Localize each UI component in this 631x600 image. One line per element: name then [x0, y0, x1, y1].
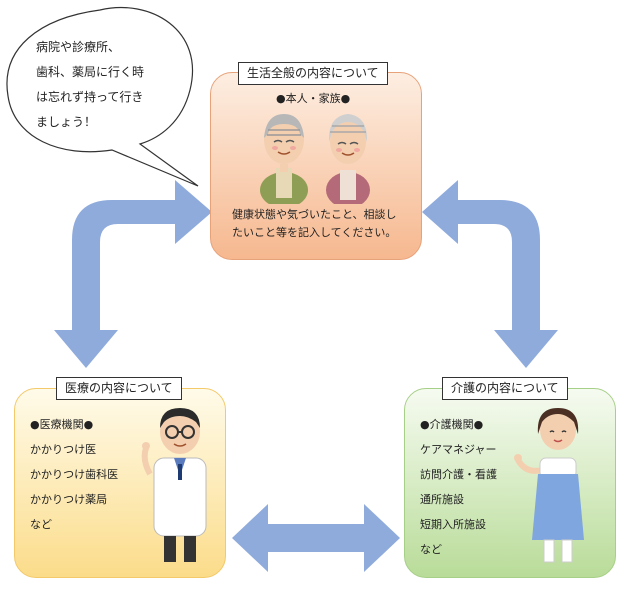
care-item-1: ケアマネジャー	[420, 443, 497, 456]
care-panel	[404, 388, 616, 578]
medical-title: 医療の内容について	[56, 377, 182, 400]
caregiver-icon	[514, 408, 584, 563]
speech-bubble-line-2: 歯科、薬局に行く時	[36, 65, 145, 79]
medical-item-4: など	[30, 518, 52, 531]
care-item-4: 短期入所施設	[420, 518, 486, 531]
medical-item-1: かかりつけ医	[30, 443, 97, 456]
medical-item-header: ●医療機関●	[30, 418, 94, 431]
care-item-2: 訪問介護・看護	[420, 468, 497, 481]
arrow-bottom	[232, 504, 400, 572]
general-life-desc-line-1: 健康状態や気づいたこと、相談し	[232, 208, 397, 221]
speech-bubble-line-1: 病院や診療所、	[36, 40, 121, 54]
elderly-woman-icon	[326, 114, 370, 204]
care-item-3: 通所施設	[420, 493, 464, 506]
arrow-top-right	[422, 180, 558, 368]
general-life-title: 生活全般の内容について	[238, 62, 388, 85]
care-item-header: ●介護機関●	[420, 418, 484, 431]
care-item-5: など	[420, 543, 442, 556]
speech-bubble-line-4: ましょう！	[36, 115, 97, 129]
care-title: 介護の内容について	[442, 377, 568, 400]
elderly-man-icon	[260, 114, 308, 204]
medical-item-3: かかりつけ薬局	[30, 493, 108, 506]
family-subtitle: ●本人・家族●	[276, 92, 351, 105]
speech-bubble-shape	[6, 6, 199, 187]
medical-item-2: かかりつけ歯科医	[30, 468, 119, 481]
speech-bubble-line-3: は忘れず持って行き	[36, 90, 144, 104]
doctor-icon	[141, 408, 207, 562]
general-life-panel	[210, 72, 422, 260]
general-life-desc-line-2: たいこと等を記入してください。	[232, 226, 397, 239]
arrow-top-left	[54, 180, 212, 368]
